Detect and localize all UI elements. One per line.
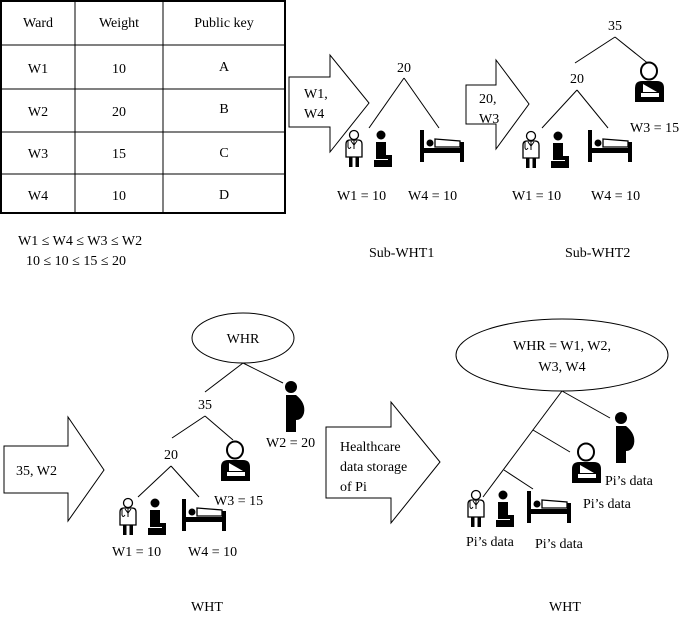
wht-w4-label: W4 = 10 bbox=[188, 545, 237, 560]
sub-wht2-w3-label: W3 = 15 bbox=[630, 121, 679, 136]
sub-wht1-w4-label: W4 = 10 bbox=[408, 189, 457, 204]
table-cell: D bbox=[219, 188, 229, 203]
sub-wht2-w1-label: W1 = 10 bbox=[512, 189, 561, 204]
arrow-sub-wht2-line2: W3 bbox=[479, 112, 499, 127]
weight-order-caption: W1 ≤ W4 ≤ W3 ≤ W2 bbox=[18, 234, 142, 249]
table-header-public-key: Public key bbox=[194, 16, 254, 31]
storage-root-node bbox=[455, 318, 669, 392]
doctor-icon bbox=[119, 497, 137, 536]
wht-w1-label: W1 = 10 bbox=[112, 545, 161, 560]
wht-caption: WHT bbox=[191, 600, 223, 615]
storage-root-line2: W3, W4 bbox=[538, 360, 585, 375]
injured-patient-icon bbox=[220, 440, 251, 482]
arrow-wht bbox=[3, 415, 105, 523]
sub-wht2: 20, W3 35 20 W3 = 15 W1 = 10 W4 = 10 Sub… bbox=[465, 19, 679, 261]
seated-visitor-icon bbox=[551, 131, 569, 168]
wht-full: 35, W2 WHR 35 20 W2 = 20 W3 = 15 W1 = 10… bbox=[3, 312, 315, 615]
table-cell: 10 bbox=[112, 62, 126, 77]
table-cell: W1 bbox=[28, 62, 48, 77]
seated-visitor-icon bbox=[374, 130, 392, 167]
sub-wht1: W1, W4 20 W1 = 10 W4 = 10 Sub-WHT1 bbox=[288, 53, 465, 261]
arrow-wht-label: 35, W2 bbox=[16, 464, 57, 479]
weight-order-values: 10 ≤ 10 ≤ 15 ≤ 20 bbox=[26, 254, 126, 269]
arrow-sub-wht1-line2: W4 bbox=[304, 107, 324, 122]
seated-visitor-icon bbox=[148, 498, 166, 535]
storage-data-bed: Pi’s data bbox=[535, 537, 584, 552]
storage-caption: WHT bbox=[549, 600, 581, 615]
hospital-bed-icon bbox=[419, 129, 465, 163]
table-cell: 20 bbox=[112, 105, 126, 120]
table-cell: B bbox=[219, 102, 228, 117]
doctor-icon bbox=[345, 129, 363, 168]
wht-w3-label: W3 = 15 bbox=[214, 494, 263, 509]
sub-wht1-w1-label: W1 = 10 bbox=[337, 189, 386, 204]
table-cell: 15 bbox=[112, 147, 126, 162]
arrow-storage-line1: Healthcare bbox=[340, 440, 401, 455]
sub-wht2-inner-weight: 20 bbox=[570, 72, 584, 87]
doctor-icon bbox=[522, 130, 540, 169]
ward-table: Ward Weight Public key W1 10 A W2 20 B W… bbox=[0, 0, 286, 214]
table-cell: W3 bbox=[28, 147, 48, 162]
sub-wht1-caption: Sub-WHT1 bbox=[369, 246, 434, 261]
storage-data-pregnant: Pi’s data bbox=[605, 474, 654, 489]
wht-storage: Healthcare data storage of Pi WHR = W1, … bbox=[325, 318, 669, 615]
arrow-sub-wht2 bbox=[465, 58, 530, 151]
storage-data-injured: Pi’s data bbox=[583, 497, 632, 512]
sub-wht2-caption: Sub-WHT2 bbox=[565, 246, 630, 261]
table-cell: C bbox=[219, 146, 228, 161]
seated-visitor-icon bbox=[496, 490, 514, 527]
arrow-sub-wht1 bbox=[288, 53, 370, 154]
doctor-icon bbox=[467, 489, 485, 528]
table-header-ward: Ward bbox=[23, 16, 53, 31]
wht-root-label: WHR bbox=[227, 332, 260, 347]
table-cell: W4 bbox=[28, 189, 48, 204]
injured-patient-icon bbox=[634, 61, 665, 103]
pregnant-woman-icon bbox=[615, 412, 635, 463]
pregnant-woman-icon bbox=[285, 381, 305, 432]
hospital-bed-icon bbox=[587, 129, 633, 163]
wht-weight-35: 35 bbox=[198, 398, 212, 413]
storage-root-line1: WHR = W1, W2, bbox=[513, 339, 611, 354]
sub-wht2-root-weight: 35 bbox=[608, 19, 622, 34]
arrow-sub-wht2-line1: 20, bbox=[479, 92, 497, 107]
table-cell: W2 bbox=[28, 105, 48, 120]
arrow-sub-wht1-line1: W1, bbox=[304, 87, 328, 102]
injured-patient-icon bbox=[571, 442, 602, 484]
sub-wht1-root-weight: 20 bbox=[397, 61, 411, 76]
arrow-storage-line2: data storage bbox=[340, 460, 407, 475]
wht-w2-label: W2 = 20 bbox=[266, 436, 315, 451]
arrow-storage bbox=[325, 400, 441, 525]
storage-data-doctor: Pi’s data bbox=[466, 535, 515, 550]
table-header-weight: Weight bbox=[99, 16, 139, 31]
hospital-bed-icon bbox=[526, 490, 572, 524]
table-cell: A bbox=[219, 60, 230, 75]
arrow-storage-line3: of Pi bbox=[340, 480, 367, 495]
wht-weight-20: 20 bbox=[164, 448, 178, 463]
table-cell: 10 bbox=[112, 189, 126, 204]
sub-wht2-w4-label: W4 = 10 bbox=[591, 189, 640, 204]
